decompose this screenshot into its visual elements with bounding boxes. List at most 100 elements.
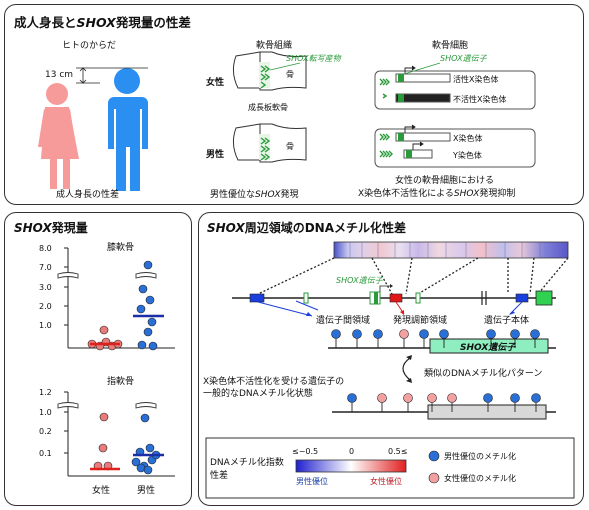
male-methylation-pin (331, 329, 341, 339)
xci-caption-2: X染色体不活性化によるSHOX発現抑制 (358, 189, 516, 199)
legend-title-2: 性差 (210, 471, 229, 481)
expression-panel (4, 212, 192, 506)
tick-label: 7.0 (39, 263, 52, 272)
legend-male-text: 男性優位のメチル化 (444, 452, 516, 461)
shox-gene-box (429, 338, 549, 354)
female-methylation-pin (447, 393, 457, 403)
tick-label: 1.2 (39, 388, 52, 397)
tick-label: 1.0 (39, 321, 52, 330)
legend-female-text: 女性優位のメチル化 (444, 474, 516, 483)
female-sample-dot (99, 412, 109, 422)
body-label: ヒトのからだ (62, 41, 117, 51)
growth-plate-label: 成長板軟骨 (248, 103, 288, 112)
y-chrom-label: Y染色体 (453, 151, 482, 160)
male-sample-dot (137, 340, 147, 350)
female-body-icon (38, 83, 79, 189)
gene-body-label: 遺伝子本体 (484, 316, 530, 326)
shox-gene-label-top: SHOX遺伝子 (440, 54, 487, 63)
male-methylation-pin (352, 329, 362, 339)
tick-label: 2.0 (39, 302, 52, 311)
tick-label: 0.1 (39, 449, 52, 458)
female-methylation-pin (427, 393, 437, 403)
tick-label: 3.0 (39, 283, 52, 292)
regulatory-label: 発現調節領域 (393, 316, 448, 326)
generic-gene-box (427, 404, 547, 420)
male-methylation-pin (419, 329, 429, 339)
scale-min-label: ≤−0.5 (292, 447, 319, 456)
bone-mark-female: 骨 (286, 70, 294, 79)
female-row-label: 女性 (206, 78, 225, 88)
legend-female-pin (428, 472, 440, 484)
height-caption: 成人身長の性差 (56, 190, 120, 200)
x-label-female: 女性 (92, 486, 111, 496)
bone-tissue-label: 軟骨組織 (256, 41, 293, 51)
tick-label: 1.0 (39, 408, 52, 417)
shox-product-label: SHOX転写産物 (286, 54, 341, 63)
male-methylation-pin (531, 393, 541, 403)
female-dominant-label: 女性優位 (370, 477, 402, 486)
male-sample-dot (145, 443, 155, 453)
shox-transcript-marks (260, 65, 271, 161)
intergenic-label: 遺伝子間領域 (316, 316, 371, 326)
inactive-x-label: 不活性X染色体 (453, 95, 507, 104)
male-body-icon (108, 68, 148, 191)
expression-panel-title: SHOX発現量 (14, 221, 88, 235)
male-sample-dot (148, 341, 158, 351)
legend-male-pin (428, 450, 440, 462)
tick-label: 8.0 (39, 244, 52, 253)
scale-max-label: 0.5≤ (388, 447, 408, 456)
male-methylation-pin (483, 393, 493, 403)
female-sample-dot (99, 325, 109, 335)
top-panel-title: 成人身長とSHOX発現量の性差 (14, 15, 191, 30)
xci-generic-text-1: X染色体不活性化を受ける遺伝子の (203, 377, 345, 387)
height-diff-label: 13 cm (45, 70, 74, 80)
shox-gene-label-meth: SHOX遺伝子 (336, 276, 383, 285)
male-cell (374, 128, 536, 168)
x-chrom-label: X染色体 (453, 134, 483, 143)
male-sample-dot (143, 260, 153, 270)
male-row-label: 男性 (206, 150, 225, 160)
axis-break (57, 272, 157, 409)
female-methylation-pin (403, 393, 413, 403)
male-methylation-pin (373, 329, 383, 339)
legend-scale (295, 459, 407, 473)
male-methylation-pin (347, 393, 357, 403)
male-methylation-pin (530, 329, 540, 339)
knee-label: 膝軟骨 (107, 243, 135, 253)
male-dominant-label: 男性優位 (296, 477, 328, 486)
methylation-panel-title: SHOX周辺領域のDNAメチル化性差 (207, 221, 407, 235)
bone-mark-male: 骨 (286, 142, 294, 151)
male-methylation-pin (439, 329, 449, 339)
chondrocyte-label: 軟骨細胞 (432, 41, 469, 51)
female-cell (374, 70, 536, 110)
female-sample-dot (98, 443, 108, 453)
top-panel (4, 4, 584, 205)
x-label-male: 男性 (137, 486, 156, 496)
legend-title-1: DNAメチル化指数 (210, 458, 284, 468)
male-methylation-pin (486, 329, 496, 339)
active-x-label: 活性X染色体 (453, 75, 499, 84)
tick-label: 0.2 (39, 427, 52, 436)
male-bias-caption: 男性優位なSHOX発現 (210, 190, 299, 200)
xci-caption-1: 女性の軟骨細胞における (395, 176, 495, 186)
scale-mid-label: 0 (349, 447, 355, 456)
female-methylation-pin (377, 393, 387, 403)
male-sample-dot (136, 304, 146, 314)
finger-label: 指軟骨 (107, 377, 135, 387)
xci-generic-text-2: 一般的なDNAメチル化状態 (203, 389, 313, 399)
male-bone (232, 123, 307, 163)
male-methylation-pin (510, 393, 520, 403)
male-sample-dot (145, 295, 155, 305)
male-sample-dot (140, 413, 150, 423)
male-sample-dot (138, 284, 148, 294)
male-methylation-pin (510, 329, 520, 339)
female-methylation-pin (399, 329, 409, 339)
male-sample-dot (131, 457, 141, 467)
similar-pattern-label: 類似のDNAメチル化パターン (424, 369, 543, 379)
shox-box-label: SHOX遺伝子 (460, 343, 516, 353)
methylation-heatmap (333, 241, 569, 259)
male-sample-dot (143, 327, 153, 337)
